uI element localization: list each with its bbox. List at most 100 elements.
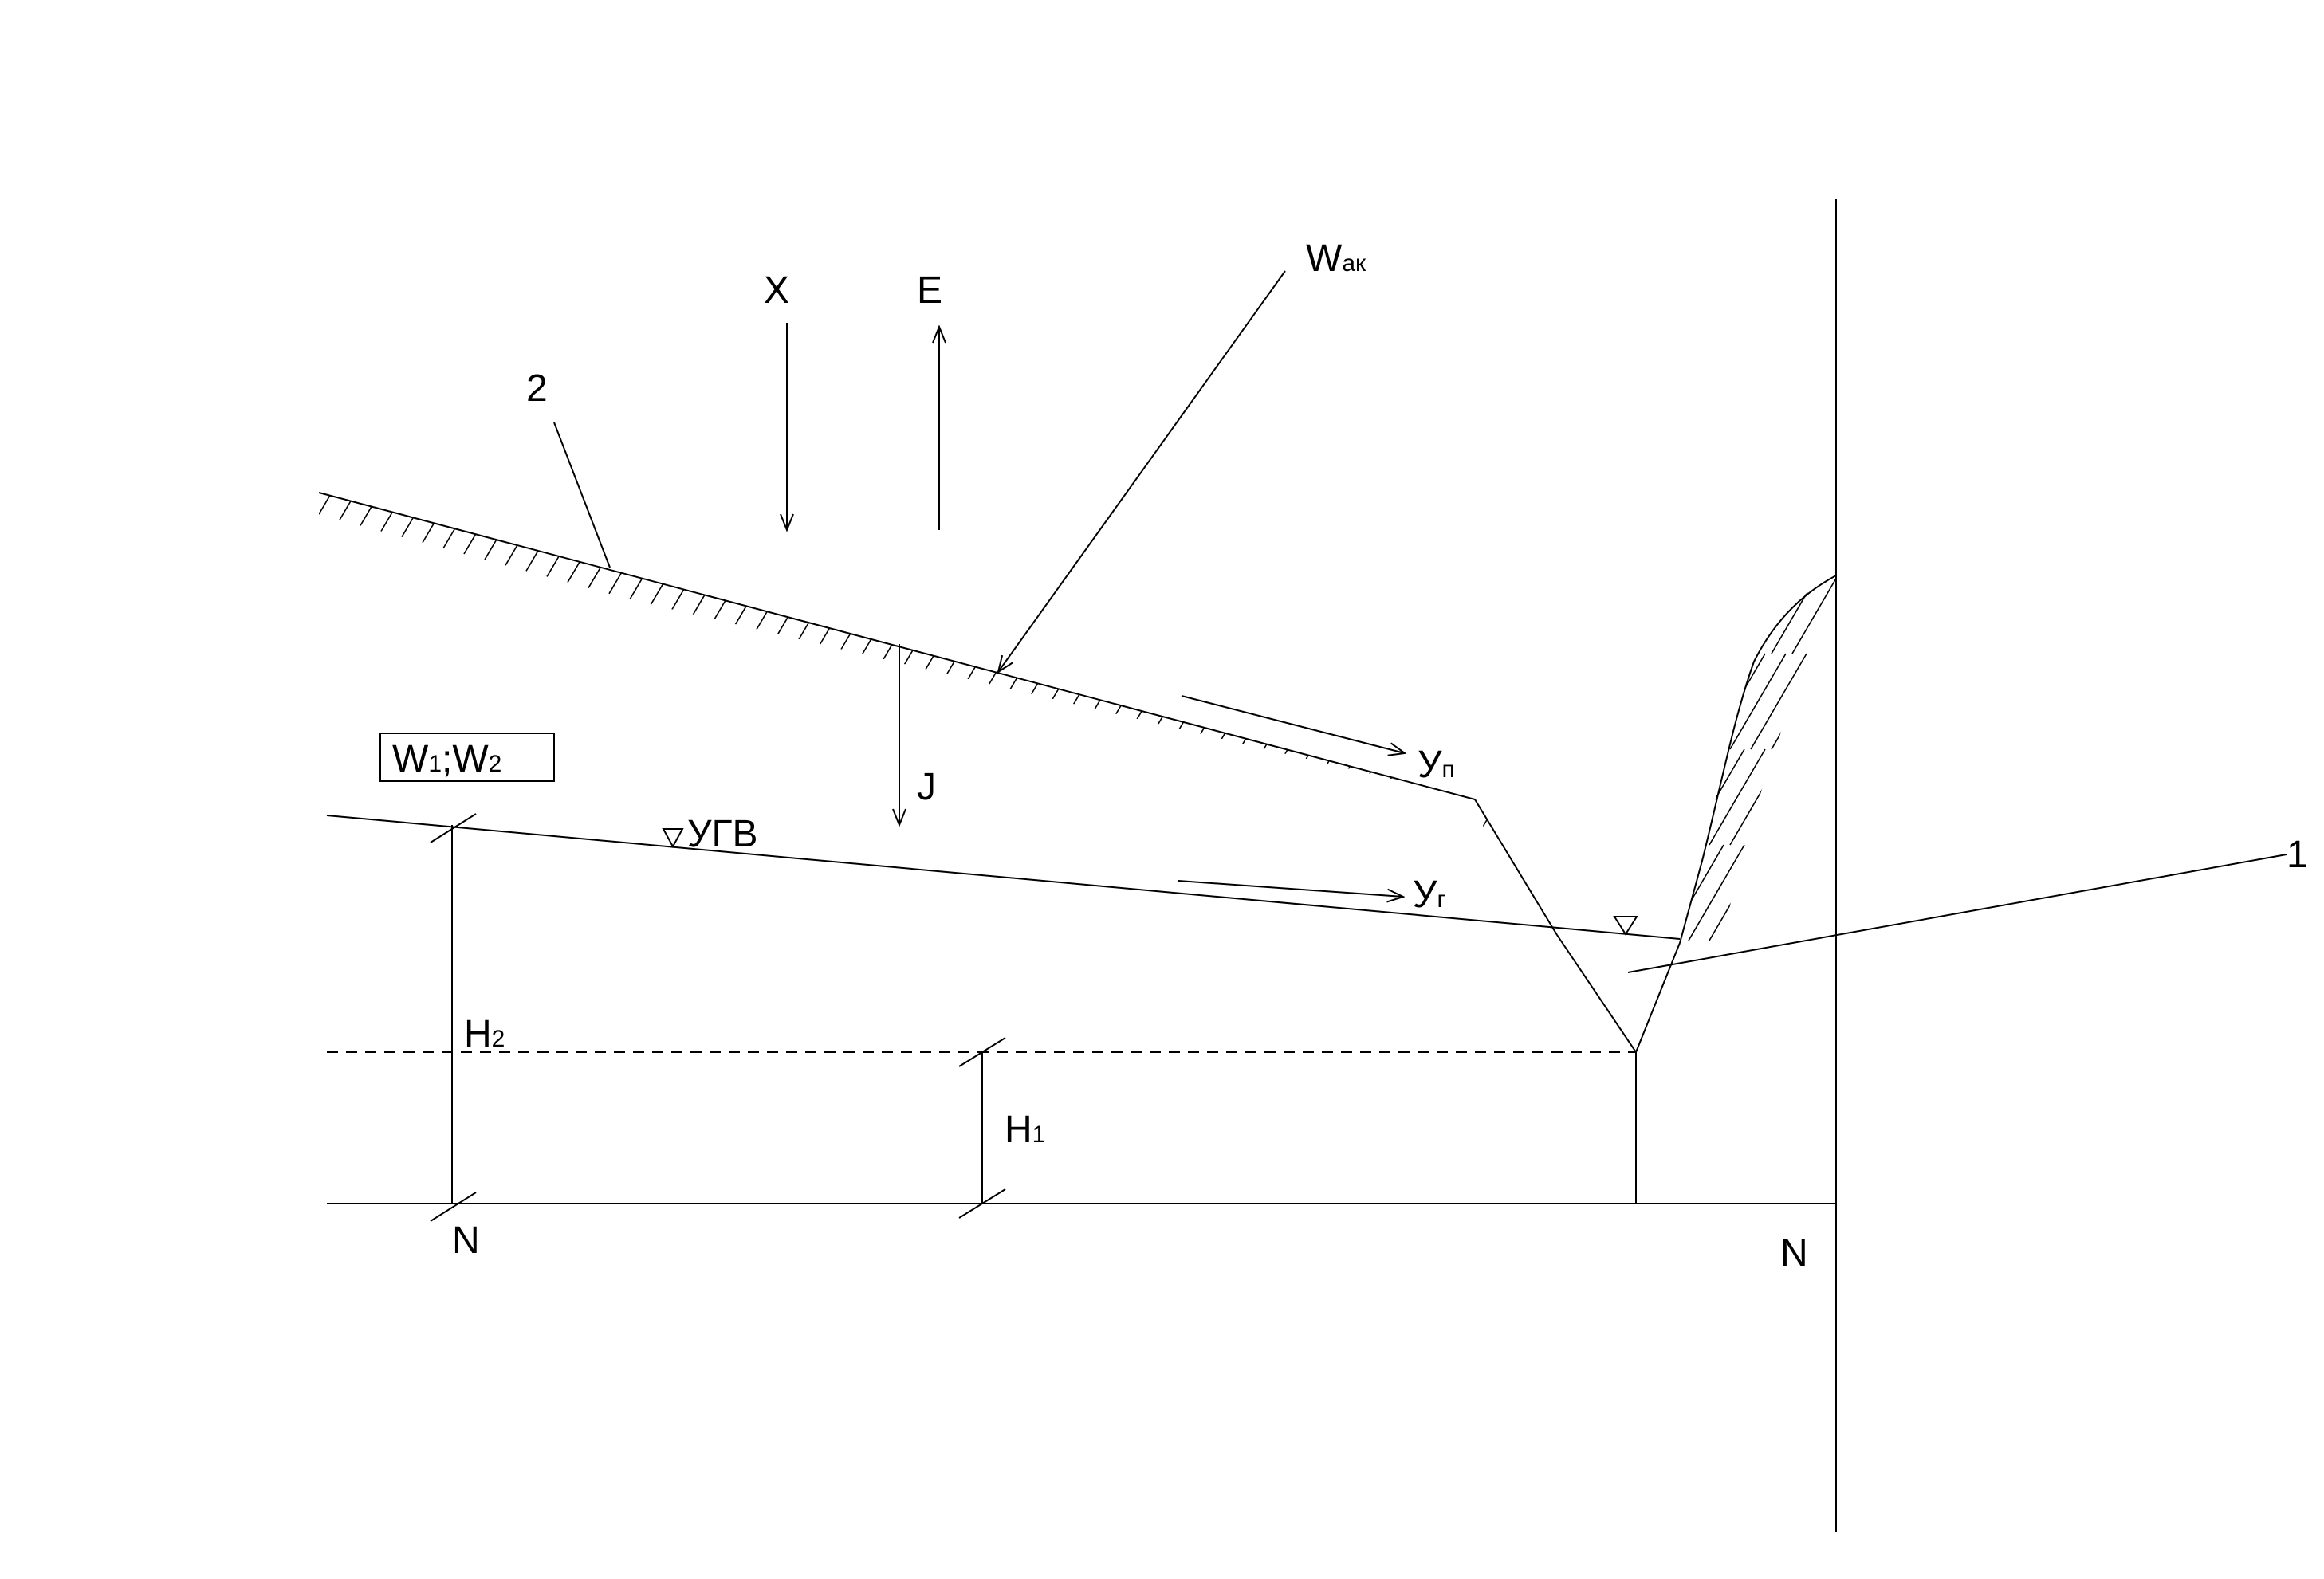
ground-hatch-line bbox=[650, 542, 688, 606]
ground-hatch-line bbox=[1272, 713, 1310, 776]
bank-hatch-line bbox=[1688, 653, 1745, 750]
bank-hatch-line bbox=[1680, 653, 1704, 750]
label-j: J bbox=[917, 766, 936, 808]
label-w-ak: Wак bbox=[1306, 238, 1366, 280]
ground-hatch-line bbox=[981, 633, 1020, 697]
ground-hatch-line bbox=[795, 582, 833, 646]
label-h2: H2 bbox=[464, 1013, 505, 1055]
bank-hatch-line bbox=[1771, 575, 1828, 654]
groundwater-runoff-arrow bbox=[1178, 880, 1403, 897]
bank-hatch-line bbox=[1729, 575, 1787, 654]
w-ak-arrow bbox=[998, 270, 1286, 672]
ground-hatch-line bbox=[836, 593, 875, 657]
ground-hatch-line bbox=[608, 531, 647, 595]
ground-hatch-line bbox=[484, 497, 522, 560]
ground-hatch-line bbox=[546, 514, 584, 577]
ground-hatch-line bbox=[1500, 775, 1538, 839]
ground-hatch-line bbox=[319, 493, 336, 509]
ground-hatch-line bbox=[1044, 650, 1082, 713]
ground-hatch-line bbox=[857, 599, 895, 662]
ground-hatch-line bbox=[940, 622, 978, 685]
ground-hatch-line bbox=[753, 571, 792, 634]
surface-runoff-arrow bbox=[1181, 695, 1405, 753]
bank-hatch-line bbox=[1680, 748, 1724, 846]
ground-hatch-line bbox=[360, 493, 398, 526]
bank-hatch-line bbox=[1709, 653, 1766, 750]
label-x: X bbox=[764, 269, 789, 312]
bank-hatch-line bbox=[1771, 748, 1828, 846]
ground-hatch-line bbox=[525, 508, 564, 572]
bank-hatch-line bbox=[1680, 844, 1704, 941]
bank-hatch-line bbox=[1771, 844, 1828, 941]
ground-hatch-line bbox=[401, 493, 439, 538]
ground-hatch-line bbox=[1127, 673, 1165, 736]
groundwater-level-line bbox=[326, 815, 1681, 940]
ground-hatch-line bbox=[422, 493, 460, 544]
ground-hatch-line bbox=[1520, 780, 1557, 844]
leader-line-1 bbox=[1627, 854, 2287, 973]
bank-hatch-line bbox=[1750, 575, 1807, 654]
ground-hatch-line bbox=[1085, 662, 1123, 725]
label-e: E bbox=[917, 269, 942, 312]
ground-hatch-line bbox=[629, 536, 667, 600]
bank-hatch-line bbox=[1680, 575, 1704, 654]
bank-hatch-line bbox=[1791, 653, 1836, 750]
bank-hatch-line bbox=[1771, 653, 1828, 750]
ground-hatch-line bbox=[961, 627, 999, 691]
ground-hatch-line bbox=[1002, 638, 1040, 702]
h2-dimension bbox=[430, 813, 477, 1222]
channel-profile bbox=[1556, 934, 1681, 1055]
bank-hatch-line bbox=[1791, 575, 1836, 654]
bank-hatch-line bbox=[1680, 748, 1683, 846]
ground-hatch-line bbox=[733, 565, 771, 628]
ground-hatch-line bbox=[1479, 769, 1517, 833]
bank-hatch-line bbox=[1750, 653, 1807, 750]
ground-hatch-line bbox=[1251, 707, 1289, 770]
bank-hatch-line bbox=[1729, 748, 1787, 846]
ground-hatch-line bbox=[691, 553, 729, 617]
ground-hatch-line bbox=[1230, 701, 1268, 764]
label-h1: H1 bbox=[1005, 1109, 1045, 1151]
bank-hatch-line bbox=[1791, 844, 1836, 941]
ground-hatch-line bbox=[1147, 678, 1186, 742]
bank-hatch-line bbox=[1680, 844, 1683, 941]
river-water-level-symbol bbox=[1613, 916, 1638, 936]
bank-hatch-line bbox=[1680, 653, 1724, 750]
bank-hatch-line bbox=[1688, 844, 1745, 941]
label-n-right: N bbox=[1780, 1232, 1808, 1275]
label-u-p: Уп bbox=[1418, 744, 1455, 786]
ground-hatch-line bbox=[878, 604, 916, 668]
bank-hatch-line bbox=[1791, 748, 1836, 846]
ground-hatch-line bbox=[1064, 656, 1103, 719]
bank-hatch-line bbox=[1709, 844, 1766, 941]
bank-hatch-line bbox=[1680, 844, 1724, 941]
bank-hatch-line bbox=[1680, 653, 1683, 750]
bank-hatch-line bbox=[1680, 575, 1683, 654]
ground-hatch-line bbox=[567, 520, 605, 583]
bank-hatch-line bbox=[1680, 748, 1704, 846]
ground-hatch-line bbox=[899, 611, 937, 674]
label-w1-w2: W1;W2 bbox=[392, 738, 501, 780]
bank-hatch-line bbox=[1709, 748, 1766, 846]
w1-w2-box bbox=[379, 733, 555, 782]
ground-hatch-line bbox=[505, 502, 543, 566]
ground-hatch-line bbox=[1023, 644, 1061, 708]
ground-hatch-line bbox=[670, 548, 709, 611]
bank-hatch-line bbox=[1688, 575, 1745, 654]
ground-hatch-line bbox=[339, 493, 377, 520]
label-1: 1 bbox=[2287, 834, 2308, 876]
ground-hatch-line bbox=[442, 493, 481, 549]
bank-hatch-line bbox=[1729, 844, 1787, 941]
h1-dimension bbox=[958, 1037, 1006, 1219]
ground-hatch-line bbox=[1292, 718, 1331, 782]
ground-hatch-line bbox=[774, 576, 812, 640]
label-n-left: N bbox=[452, 1220, 480, 1262]
ground-hatch-line bbox=[1541, 786, 1557, 850]
ground-hatch-line bbox=[1106, 667, 1144, 731]
right-bank bbox=[1679, 575, 1837, 944]
ground-hatch-line bbox=[1458, 764, 1496, 827]
label-ugv: УГВ bbox=[687, 813, 758, 855]
bank-hatch-line bbox=[1750, 748, 1807, 846]
ground-hatch-line bbox=[463, 493, 501, 555]
